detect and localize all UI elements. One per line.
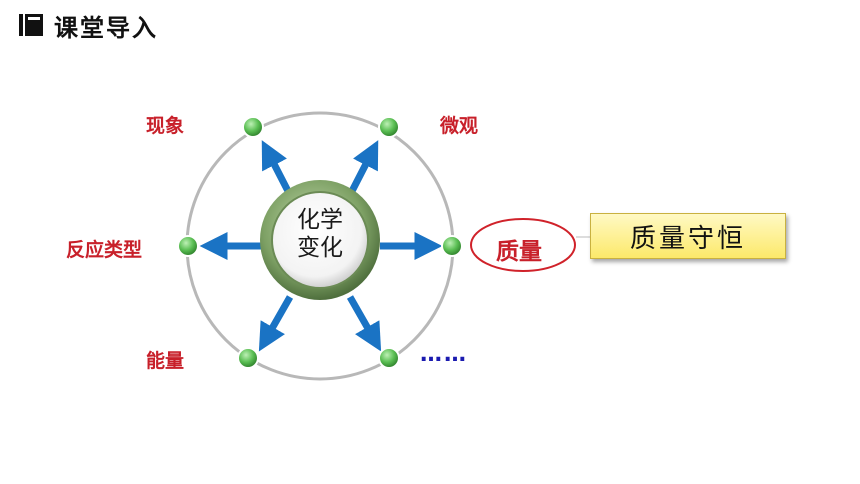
page-header: 课堂导入 <box>18 10 158 42</box>
node-top-right <box>378 116 400 138</box>
center-label-line1: 化学 <box>297 207 343 233</box>
label-ellipsis: …… <box>420 342 468 367</box>
node-bottom-right <box>378 347 400 369</box>
page-title: 课堂导入 <box>54 12 158 42</box>
label-mass: 质量 <box>496 239 542 265</box>
node-left <box>177 235 199 257</box>
arrow-down-right <box>346 295 382 352</box>
label-phenomenon: 现象 <box>146 115 185 137</box>
node-top-left <box>242 116 264 138</box>
arrow-up-right <box>346 140 379 197</box>
center-label: 化学 变化 <box>280 206 360 262</box>
node-right <box>441 235 463 257</box>
label-microscopic: 微观 <box>440 115 479 137</box>
arrow-down-left <box>258 295 294 352</box>
book-icon <box>19 14 43 36</box>
highlight-ellipse <box>470 218 576 272</box>
arrow-up-left <box>261 140 294 197</box>
label-energy: 能量 <box>146 350 185 372</box>
node-bottom-left <box>237 347 259 369</box>
center-label-line2: 变化 <box>297 235 343 261</box>
label-reaction-type: 反应类型 <box>66 239 143 261</box>
center-inner <box>271 191 369 289</box>
conclusion-box: 质量守恒 <box>590 213 786 259</box>
